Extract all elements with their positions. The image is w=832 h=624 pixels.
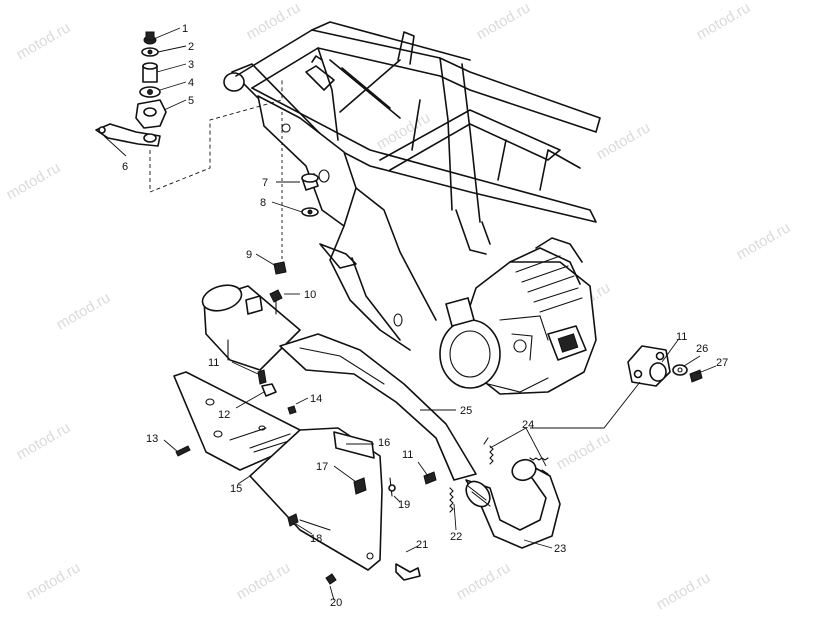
callout-2: 2 (188, 41, 194, 53)
callouts: 1 2 3 4 5 6 7 8 9 10 11 12 13 14 15 16 1… (122, 23, 728, 609)
callout-16: 16 (378, 437, 390, 449)
bolt-stack (269, 112, 319, 315)
watermark: motod.ru (454, 559, 514, 603)
callout-17: 17 (316, 461, 328, 473)
callout-8: 8 (260, 197, 266, 209)
callout-10: 10 (304, 289, 316, 301)
mount-stack (95, 31, 283, 193)
watermark: motod.ru (14, 419, 74, 463)
fasteners (175, 369, 437, 585)
watermark: motod.ru (4, 159, 64, 203)
callout-15: 15 (230, 483, 242, 495)
watermark-layer: motod.ru motod.ru motod.ru motod.ru moto… (4, 0, 794, 613)
callout-19: 19 (398, 499, 410, 511)
callout-23: 23 (554, 543, 566, 555)
callout-13: 13 (146, 433, 158, 445)
callout-9: 9 (246, 249, 252, 261)
watermark: motod.ru (694, 0, 754, 43)
callout-18: 18 (310, 533, 322, 545)
callout-12: 12 (218, 409, 230, 421)
watermark: motod.ru (474, 0, 534, 43)
callout-4: 4 (188, 77, 194, 89)
callout-20: 20 (330, 597, 342, 609)
callout-7: 7 (262, 177, 268, 189)
callout-22: 22 (450, 531, 462, 543)
watermark: motod.ru (594, 119, 654, 163)
callout-11a: 11 (208, 357, 219, 369)
callout-28: 11 (676, 331, 687, 343)
callout-24: 24 (522, 419, 534, 431)
callout-14: 14 (310, 393, 322, 405)
watermark: motod.ru (234, 559, 294, 603)
watermark: motod.ru (54, 289, 114, 333)
engine (439, 237, 597, 395)
callout-25: 25 (460, 405, 472, 417)
callout-6: 6 (122, 161, 128, 173)
callout-3: 3 (188, 59, 194, 71)
watermark: motod.ru (654, 569, 714, 613)
watermark: motod.ru (24, 559, 84, 603)
callout-26: 26 (696, 343, 708, 355)
springs (449, 437, 549, 513)
callout-11b: 11 (402, 449, 413, 461)
callout-1: 1 (182, 23, 188, 35)
watermark: motod.ru (734, 219, 794, 263)
callout-27: 27 (716, 357, 728, 369)
exhaust-flange-assembly (627, 345, 703, 387)
leader-lines (103, 27, 717, 601)
callout-21: 21 (416, 539, 428, 551)
watermark: motod.ru (14, 19, 74, 63)
exhaust-header-bend (465, 458, 561, 549)
muffler (201, 284, 301, 371)
watermark: motod.ru (244, 0, 304, 43)
watermark: motod.ru (554, 429, 614, 473)
frame (223, 21, 601, 351)
exhaust-pipe (173, 333, 477, 571)
callout-5: 5 (188, 95, 194, 107)
